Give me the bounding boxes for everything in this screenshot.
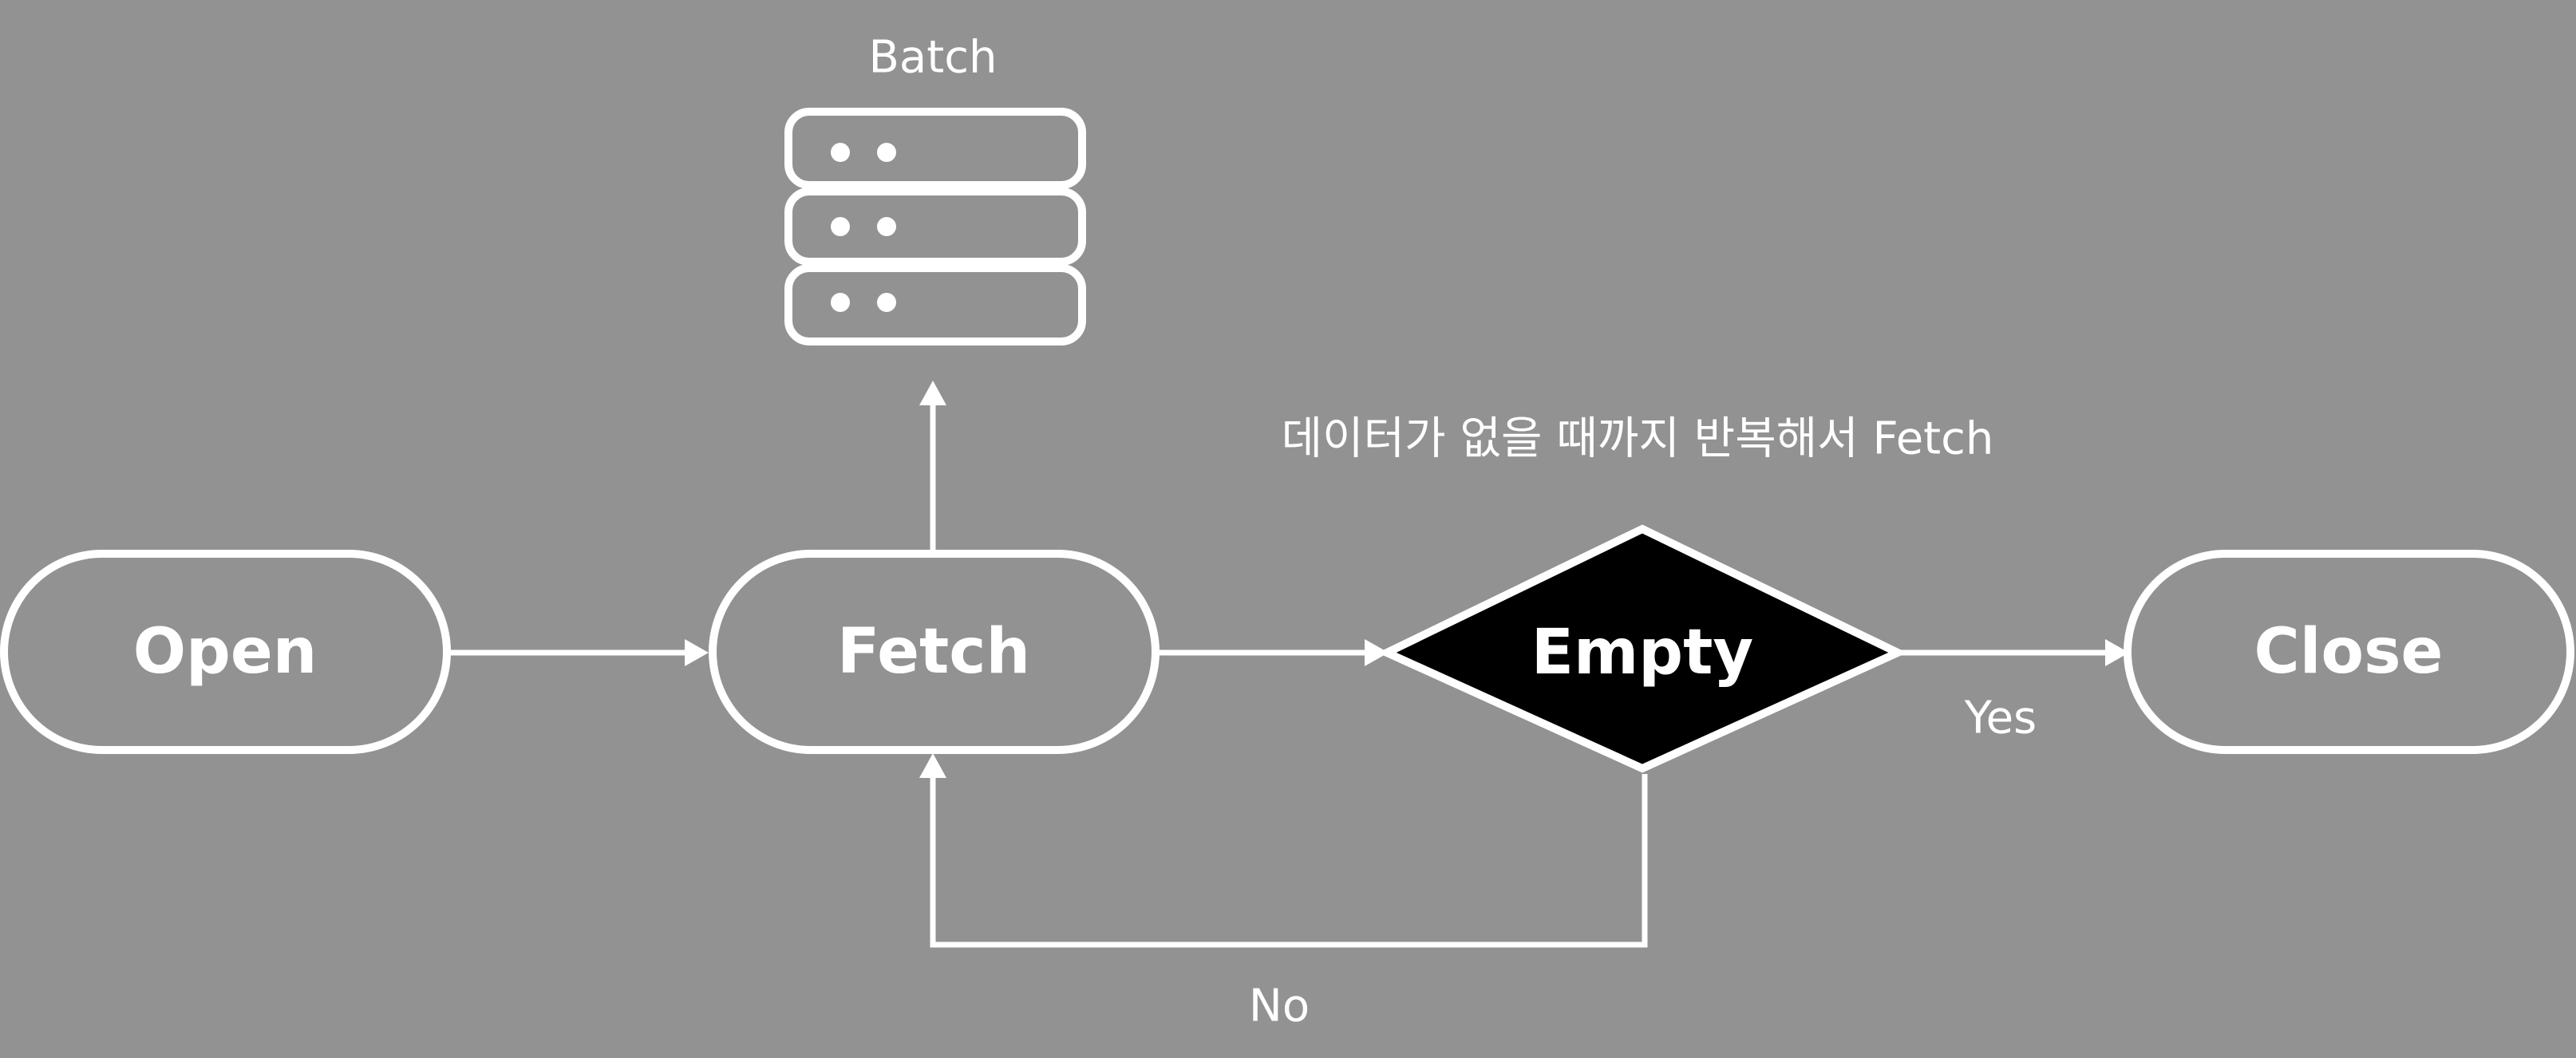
batch-label: Batch [869, 32, 998, 84]
empty-decision: Empty [1377, 524, 1907, 773]
open-label: Open [133, 616, 318, 688]
arrow-fetch-to-batch [919, 381, 946, 551]
loop-note-label: 데이터가 없을 때까지 반복해서 Fetch [1282, 413, 1994, 465]
close-label: Close [2254, 616, 2444, 688]
close-node: Close [2124, 550, 2574, 754]
arrow-empty-to-close [1899, 639, 2129, 666]
fetch-label: Fetch [837, 616, 1030, 688]
arrow-fetch-to-empty [1157, 639, 1389, 666]
no-label: No [1249, 981, 1310, 1032]
fetch-node: Fetch [709, 550, 1160, 754]
arrow-open-to-fetch [448, 639, 709, 666]
yes-label: Yes [1964, 693, 2037, 744]
empty-label: Empty [1531, 617, 1754, 689]
open-node: Open [0, 550, 451, 754]
arrow-empty-to-fetch-loop [919, 753, 1648, 948]
server-stack-icon [784, 108, 1086, 345]
